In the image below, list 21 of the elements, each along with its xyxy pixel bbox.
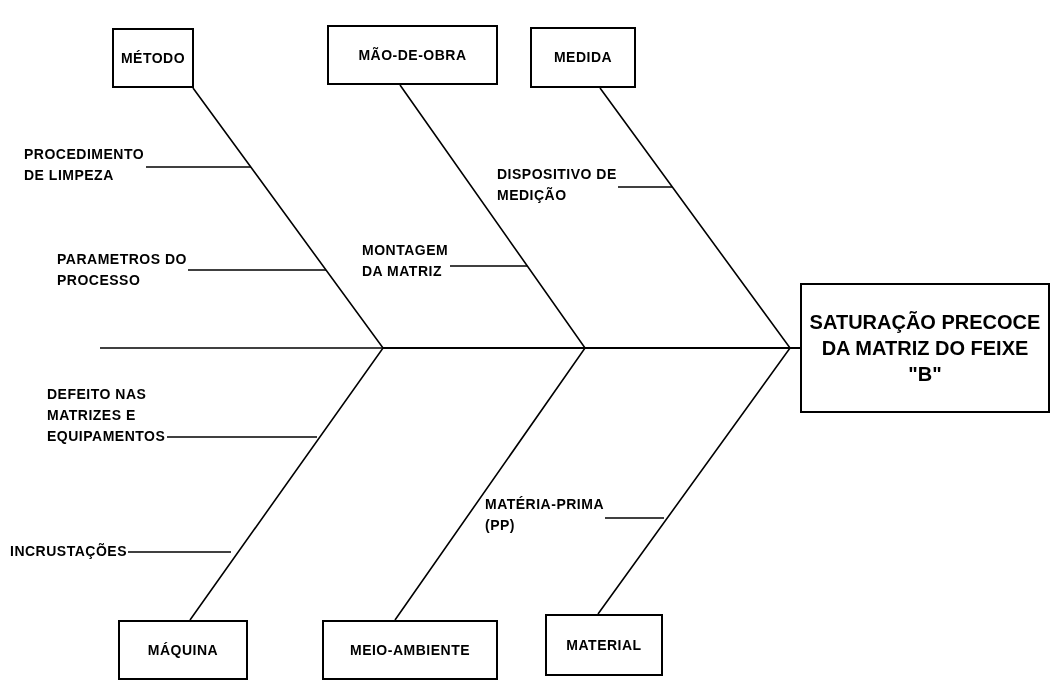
cause-label: INCRUSTAÇÕES <box>10 541 128 562</box>
leader-line <box>187 269 327 271</box>
cause-label: MATÉRIA-PRIMA (PP) <box>485 494 605 536</box>
category-box: MÉTODO <box>112 28 194 88</box>
cause-label: PROCEDIMENTO DE LIMPEZA <box>24 144 146 186</box>
category-box: MÃO-DE-OBRA <box>327 25 498 85</box>
category-box: MÁQUINA <box>118 620 248 680</box>
category-box: MATERIAL <box>545 614 663 676</box>
category-box: MEDIDA <box>530 27 636 88</box>
cause-label: DEFEITO NAS MATRIZES E EQUIPAMENTOS <box>47 384 167 447</box>
category-box: MEIO-AMBIENTE <box>322 620 498 680</box>
leader-line <box>604 517 665 519</box>
cause-label: PARAMETROS DO PROCESSO <box>57 249 188 291</box>
leader-line <box>449 265 528 267</box>
leader-line <box>127 551 232 553</box>
leader-line <box>145 166 252 168</box>
effect-box: SATURAÇÃO PRECOCE DA MATRIZ DO FEIXE "B" <box>800 283 1050 413</box>
cause-label: DISPOSITIVO DE MEDIÇÃO <box>497 164 618 206</box>
cause-label: MONTAGEM DA MATRIZ <box>362 240 450 282</box>
leader-line <box>166 436 318 438</box>
leader-line <box>617 186 673 188</box>
